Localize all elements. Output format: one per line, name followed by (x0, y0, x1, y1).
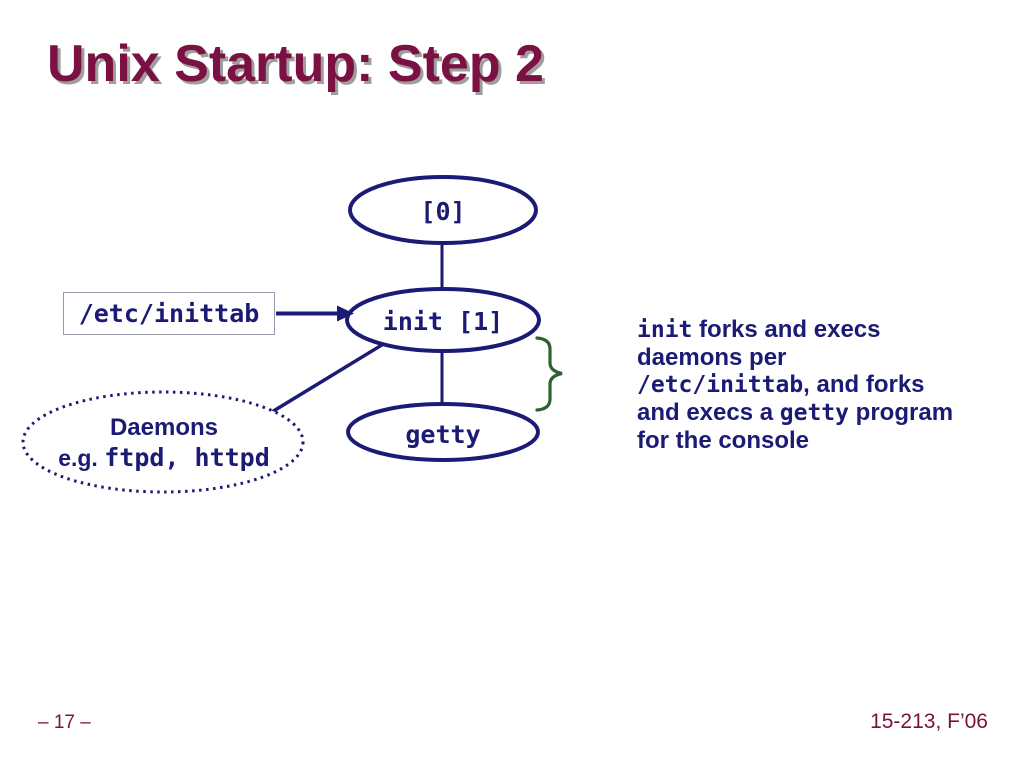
daemons-title: Daemons (109, 414, 219, 441)
inittab-file-label: /etc/inittab (78, 299, 260, 328)
node-getty-ellipse (346, 402, 540, 462)
daemons-examples: e.g. ftpd, httpd (58, 443, 270, 472)
slide-title: Unix Startup: Step 2 (47, 35, 544, 93)
inittab-arrowhead-icon (337, 305, 354, 322)
course-label: 15-213, F’06 (870, 710, 988, 733)
inittab-file-box: /etc/inittab (63, 292, 275, 335)
edge-init-to-daemons (261, 338, 391, 420)
node-init-label: init [1] (382, 307, 504, 336)
curly-brace-icon (535, 336, 563, 412)
node-getty-label: getty (405, 420, 481, 449)
node-0-ellipse (348, 175, 538, 245)
node-daemons-ellipse (21, 390, 305, 494)
node-init-ellipse (345, 287, 541, 353)
node-0-label: [0] (420, 197, 466, 226)
page-number: – 17 – (38, 712, 91, 733)
daemons-node-label: Daemons e.g. ftpd, httpd (23, 413, 305, 474)
